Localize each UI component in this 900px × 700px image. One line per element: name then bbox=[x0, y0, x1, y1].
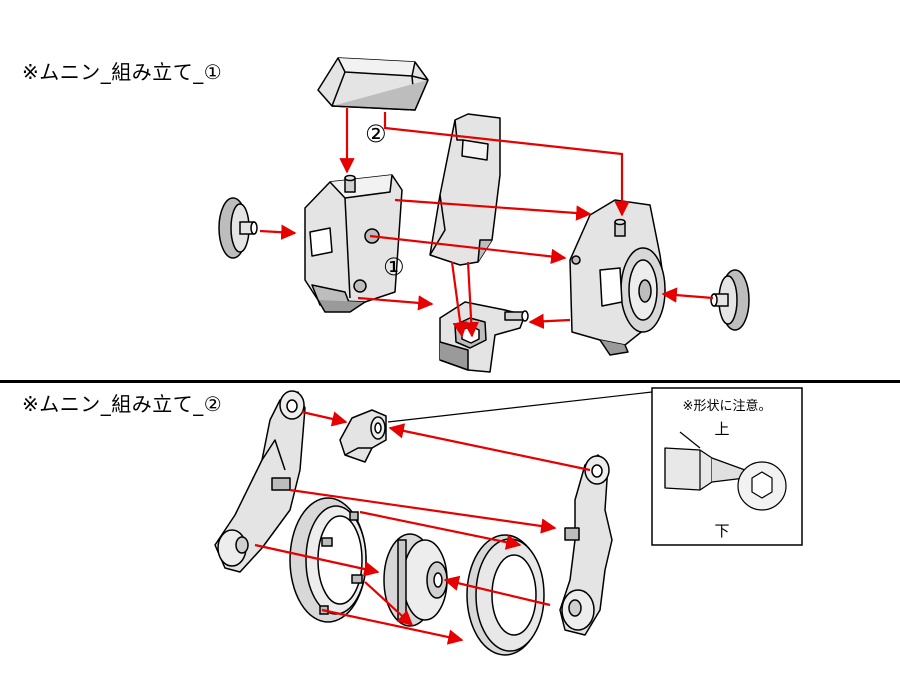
callout-hinge-detail bbox=[664, 431, 787, 511]
assembly-arrows-step2 bbox=[254, 410, 591, 645]
callout-note: ※形状に注意。 bbox=[683, 398, 772, 414]
assembly-arrows-step1 bbox=[259, 108, 714, 338]
top-cap-part bbox=[317, 57, 429, 111]
left-arm-frame bbox=[214, 390, 306, 573]
order-marker-1: ① bbox=[383, 253, 405, 281]
callout-box: ※形状に注意。 上 下 bbox=[651, 387, 803, 546]
inner-hub-part bbox=[383, 533, 448, 627]
right-arm-frame bbox=[559, 454, 613, 636]
step1-heading: ※ムニン_組み立て_① bbox=[22, 60, 223, 84]
callout-top-label: 上 bbox=[714, 420, 729, 438]
section-divider bbox=[0, 380, 900, 383]
bottom-joint-block bbox=[439, 301, 529, 373]
step2-heading: ※ムニン_組み立て_② bbox=[22, 392, 223, 416]
left-hub-cap bbox=[218, 197, 258, 259]
hinge-joint-part bbox=[339, 409, 387, 463]
right-body-block bbox=[569, 199, 666, 356]
order-marker-2: ② bbox=[365, 120, 387, 148]
backrest-part bbox=[429, 113, 501, 266]
left-body-block bbox=[304, 174, 403, 313]
callout-leader-line bbox=[387, 391, 653, 423]
callout-bottom-label: 下 bbox=[714, 522, 729, 540]
right-hub-cap bbox=[710, 269, 750, 331]
